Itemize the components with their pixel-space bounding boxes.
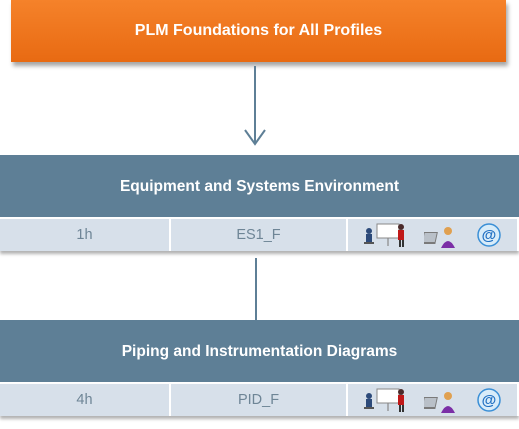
online-at-icon: @ [476,387,502,413]
module-piping-instrumentation: Piping and Instrumentation Diagrams 4h P… [0,320,519,416]
course-code-value: PID_F [237,392,280,408]
duration-value: 4h [76,392,93,408]
duration-value: 1h [76,227,93,243]
self-paced-icon [424,387,458,413]
course-code-cell: PID_F [171,384,348,416]
course-code-value: ES1_F [236,227,281,243]
module-details-row: 4h PID_F [0,384,519,416]
classroom-icon [363,387,407,413]
svg-text:@: @ [482,392,497,409]
duration-cell: 1h [0,219,171,251]
duration-cell: 4h [0,384,171,416]
down-arrow-icon [244,66,266,146]
self-paced-icon [424,222,458,248]
delivery-mode-icons: @ [348,384,517,416]
delivery-mode-icons: @ [348,219,517,251]
module-equipment-systems: Equipment and Systems Environment 1h ES1… [0,155,519,251]
svg-text:@: @ [482,227,497,244]
module-header: Equipment and Systems Environment [0,155,519,217]
module-title: Equipment and Systems Environment [119,178,400,195]
foundation-course-box: PLM Foundations for All Profiles [11,0,506,62]
connector-line [255,258,257,320]
module-title: Piping and Instrumentation Diagrams [121,343,398,360]
classroom-icon [363,222,407,248]
course-code-cell: ES1_F [171,219,348,251]
module-header: Piping and Instrumentation Diagrams [0,320,519,382]
online-at-icon: @ [476,222,502,248]
module-details-row: 1h ES1_F [0,219,519,251]
foundation-course-title: PLM Foundations for All Profiles [134,22,383,39]
